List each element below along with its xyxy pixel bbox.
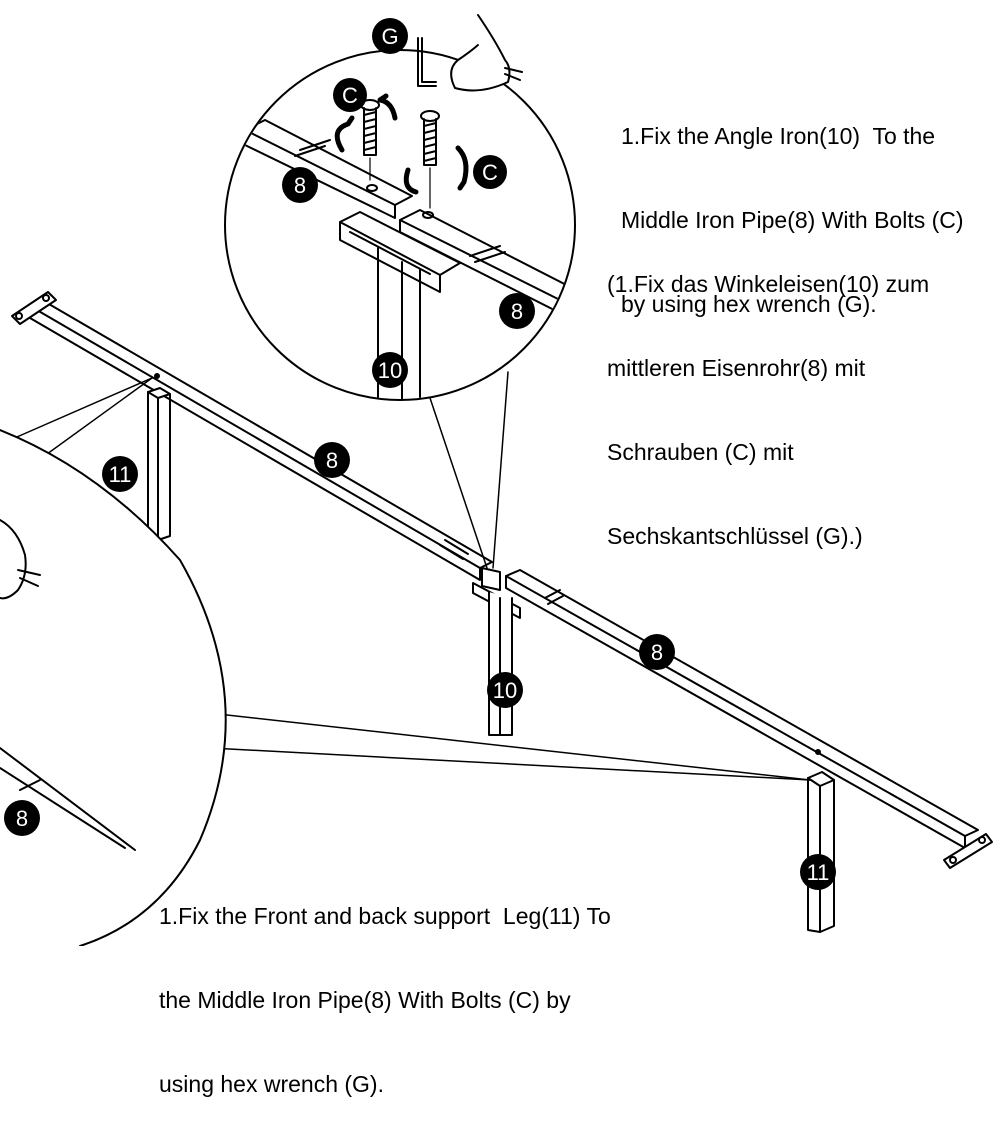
- badge-text: 8: [16, 806, 28, 831]
- badge-text: 8: [651, 640, 663, 665]
- zoom-circle-top: [224, 14, 576, 401]
- badge-text: C: [482, 160, 498, 185]
- hand-bottom: [0, 519, 27, 600]
- instruction-line: Schrauben (C) mit: [607, 439, 794, 465]
- middle-iron-pipe-left: [11, 291, 493, 581]
- rotate-arrow-left: [334, 93, 398, 153]
- instruction-line: 1.Fix the Angle Iron(10) To the: [621, 123, 936, 149]
- badge-10-top: 10: [372, 352, 408, 388]
- hex-wrench-top: [417, 37, 437, 87]
- zoom-circle-bottom: [0, 429, 227, 946]
- instruction-line: Sechskantschlüssel (G).): [607, 523, 863, 549]
- badge-text: 11: [807, 860, 830, 885]
- instruction-line: using hex wrench (G).: [159, 1071, 384, 1097]
- instruction-line: mittleren Eisenrohr(8) mit: [607, 355, 866, 381]
- middle-iron-pipe-right: [505, 569, 993, 869]
- bolt-right: [420, 110, 440, 209]
- badge-11-left: 11: [102, 456, 138, 492]
- instruction-line: by using hex wrench (G).: [621, 291, 877, 317]
- instruction-line: the Middle Iron Pipe(8) With Bolts (C) b…: [159, 987, 571, 1013]
- badge-c-right: C: [473, 155, 507, 189]
- badge-11-right: 11: [800, 854, 836, 890]
- badge-text: 8: [511, 299, 523, 324]
- badge-c-left: C: [333, 78, 367, 112]
- support-leg-right: [807, 771, 835, 933]
- badge-text: G: [381, 24, 398, 49]
- badge-8-right: 8: [639, 634, 675, 670]
- bolt-left: [360, 99, 380, 181]
- badge-8-mid: 8: [314, 442, 350, 478]
- instruction-angle-iron-de: (1.Fix das Winkeleisen(10) zum mittleren…: [607, 214, 929, 578]
- badge-text: 8: [294, 173, 306, 198]
- badge-text: 11: [109, 462, 132, 487]
- assembly-diagram: G C C 8 8 10 8 11 8 10 8 11: [0, 14, 993, 946]
- instruction-line: (1.Fix das Winkeleisen(10) zum: [607, 271, 930, 297]
- badge-8-bottom-left: 8: [4, 800, 40, 836]
- badge-8-top-left: 8: [282, 167, 318, 203]
- callout-lines: [9, 371, 811, 781]
- badge-text: 10: [493, 678, 517, 703]
- instruction-line: Middle Iron Pipe(8) With Bolts (C): [621, 207, 964, 233]
- badges: G C C 8 8 10 8 11 8 10 8 11: [4, 18, 836, 890]
- badge-text: 8: [326, 448, 338, 473]
- rotate-arrow-right: [403, 145, 469, 195]
- badge-text: 10: [378, 358, 402, 383]
- instruction-support-leg-en: 1.Fix the Front and back support Leg(11)…: [159, 846, 611, 1126]
- badge-text: C: [342, 83, 358, 108]
- hand-top: [450, 14, 511, 92]
- badge-g-top: G: [372, 18, 408, 54]
- instruction-line: 1.Fix the Front and back support Leg(11)…: [159, 903, 611, 929]
- instruction-angle-iron-en: 1.Fix the Angle Iron(10) To the Middle I…: [621, 66, 964, 346]
- badge-10-center: 10: [487, 672, 523, 708]
- badge-8-top-right: 8: [499, 293, 535, 329]
- support-leg-left: [147, 387, 171, 541]
